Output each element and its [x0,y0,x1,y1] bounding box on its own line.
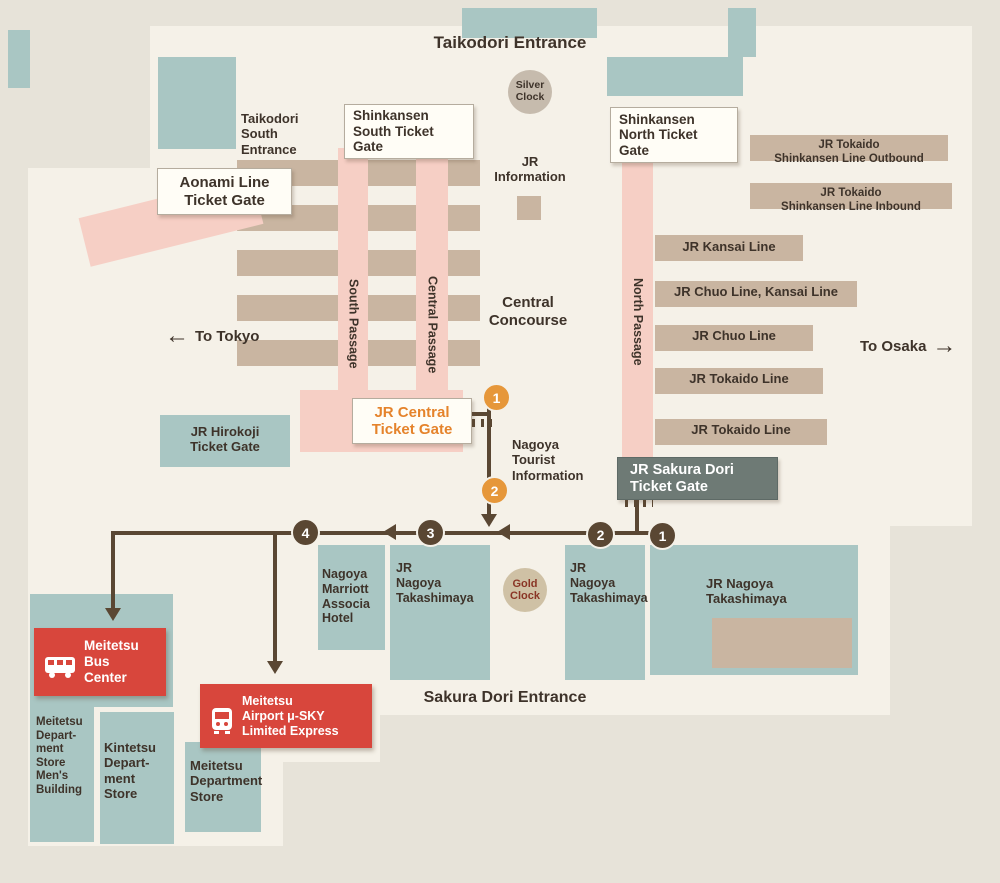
route-arrowhead-down-icon [267,661,283,674]
aonami-gate-box: Aonami Line Ticket Gate [157,168,292,215]
badge-sakura-route-2: 2 [586,520,615,549]
label-platform-kansai: JR Kansai Line [682,239,776,254]
badge-central-route-1: 1 [482,383,511,412]
silver-clock: Silver Clock [508,70,552,114]
passage-south [338,148,368,430]
label-platform-tokaido-1: JR Tokaido Line [689,371,789,386]
label-takashimaya-east: JR Nagoya Takashimaya [570,561,648,605]
label-sakura-dori-entrance: Sakura Dori Entrance [423,689,587,706]
label-taikodori-south-entrance: Taikodori South Entrance [241,111,299,157]
building-jr-hirokoji [160,415,290,467]
shinkansen-south-gate-box: Shinkansen South Ticket Gate [344,104,474,159]
route-line-to-bus [111,531,115,611]
building-block [462,8,597,38]
right-arrow-icon: → [932,332,957,359]
building-taikodori-south [158,57,236,149]
label-platform-shinkansen-outbound: JR Tokaido Shinkansen Line Outbound [774,139,924,165]
gold-clock: Gold Clock [503,568,547,612]
meitetsu-bus-center-box: Meitetsu Bus Center [34,628,166,696]
badge-sakura-route-1: 1 [648,521,677,550]
gate-ticks-icon [472,419,492,427]
route-line-sakura-gate [635,497,639,533]
label-tourist-information: Nagoya Tourist Information [512,437,584,483]
train-icon [210,692,234,741]
label-jr-information: JR Information [494,154,566,185]
platform-bar-shinkansen-outbound [750,135,948,161]
meitetsu-airport-box: Meitetsu Airport μ-SKY Limited Express [200,684,372,748]
label-platform-shinkansen-inbound: JR Tokaido Shinkansen Line Inbound [781,187,921,213]
left-arrow-icon: ← [165,322,189,349]
badge-central-route-2: 2 [480,476,509,505]
building-marriott [318,545,385,650]
meitetsu-airport-label: Meitetsu Airport μ-SKY Limited Express [242,693,339,738]
label-platform-tokaido-2: JR Tokaido Line [691,422,791,437]
label-north-passage: North Passage [630,278,645,366]
label-meitetsu-dept: Meitetsu Department Store [190,758,263,804]
platform-bar-chuo-kansai [655,281,857,307]
to-tokyo-label: To Tokyo [195,327,260,345]
route-line-to-airport [273,531,277,664]
platform-bar-kansai [655,235,803,261]
passage-north [622,148,653,470]
label-marriott: Nagoya Marriott Associa Hotel [322,567,370,626]
shinkansen-north-gate-box: Shinkansen North Ticket Gate [610,107,738,163]
label-central-concourse: Central Concourse [488,294,568,329]
label-takashimaya-main: JR Nagoya Takashimaya [706,576,787,607]
building-takashimaya-west [390,545,490,680]
building-block [728,8,756,57]
label-platform-chuo: JR Chuo Line [692,328,776,343]
label-meitetsu-mens: Meitetsu Depart- ment Store Men's Buildi… [36,716,83,796]
meitetsu-bus-center-label: Meitetsu Bus Center [84,637,139,686]
label-central-passage: Central Passage [425,276,440,374]
jr-central-gate-box: JR Central Ticket Gate [352,398,472,444]
building-meitetsu-dept [185,742,261,832]
platform-bar-chuo [655,325,813,351]
bus-icon [44,639,76,685]
to-osaka-label: To Osaka [860,337,927,355]
building-kintetsu [100,712,174,844]
jr-sakura-dori-gate-box: JR Sakura Dori Ticket Gate [617,457,778,500]
badge-sakura-route-3: 3 [416,518,445,547]
platform-bar-shinkansen-inbound [750,183,952,209]
building-meitetsu-mens [30,700,94,842]
badge-sakura-route-4: 4 [291,518,320,547]
label-south-passage: South Passage [346,279,361,369]
route-line-connector [470,412,488,416]
platform-bar-tokaido-2 [655,419,827,445]
route-arrowhead-down-icon [481,514,497,527]
direction-to-tokyo: ← To Tokyo [165,324,259,348]
label-jr-hirokoji-gate: JR Hirokoji Ticket Gate [190,424,260,455]
label-taikodori-entrance: Taikodori Entrance [433,33,587,52]
gate-ticks-icon [625,499,653,507]
platform-bar-tokaido-1 [655,368,823,394]
route-line-central-gate [487,404,491,516]
route-arrowhead-left-icon [383,524,396,540]
label-takashimaya-west: JR Nagoya Takashimaya [396,561,474,605]
passage-central [416,148,448,430]
building-block [607,57,743,96]
direction-to-osaka: To Osaka → [860,334,956,358]
building-block [8,30,30,88]
route-arrowhead-left-icon [497,524,510,540]
info-marker [517,196,541,220]
building-inner-block [712,618,852,668]
label-platform-chuo-kansai: JR Chuo Line, Kansai Line [674,284,838,299]
label-kintetsu: Kintetsu Depart- ment Store [104,740,156,801]
route-arrowhead-down-icon [105,608,121,621]
building-takashimaya-east [565,545,645,680]
